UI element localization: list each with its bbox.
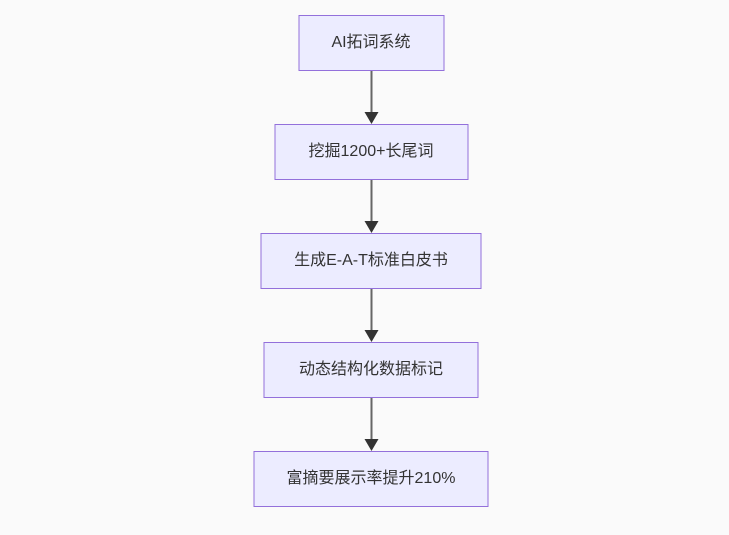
flow-node-label: 富摘要展示率提升210% [286,470,456,487]
flow-node-longtail-mining: 挖掘1200+长尾词 [274,124,468,180]
arrow-line [370,398,372,439]
arrow-head-down-icon [364,112,378,124]
arrow-line [370,71,372,112]
flow-node-structured-data-markup: 动态结构化数据标记 [263,342,479,398]
arrow-head-down-icon [364,439,378,451]
flow-node-rich-snippet-uplift: 富摘要展示率提升210% [253,451,489,507]
arrow-line [370,289,372,330]
flow-arrow-4 [364,398,378,451]
flow-node-label: 挖掘1200+长尾词 [308,143,434,160]
flow-node-eat-whitepaper: 生成E-A-T标准白皮书 [260,233,482,289]
flow-arrow-1 [364,71,378,124]
flow-node-label: 动态结构化数据标记 [298,361,443,378]
flow-arrow-3 [364,289,378,342]
arrow-head-down-icon [364,330,378,342]
flow-node-label: 生成E-A-T标准白皮书 [294,252,448,269]
flowchart-column: AI拓词系统 挖掘1200+长尾词 生成E-A-T标准白皮书 动态结构化数据标记 [253,15,489,507]
flow-node-label: AI拓词系统 [331,34,411,51]
flow-node-ai-word-expansion: AI拓词系统 [298,15,444,71]
flow-arrow-2 [364,180,378,233]
arrow-head-down-icon [364,221,378,233]
arrow-line [370,180,372,221]
